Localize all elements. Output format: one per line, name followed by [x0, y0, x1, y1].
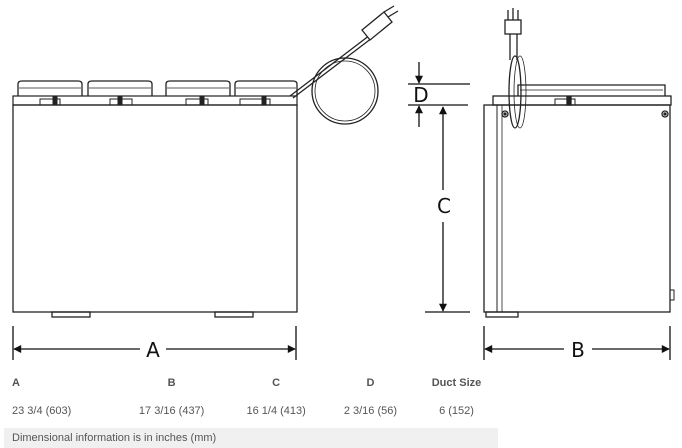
latches — [39, 96, 271, 106]
dimension-c-label: C — [437, 194, 451, 218]
footnote: Dimensional information is in inches (mm… — [4, 428, 498, 448]
header-d: D — [366, 377, 375, 389]
duct-collar-2 — [87, 80, 153, 96]
foot-left — [51, 311, 91, 318]
duct-collar-1 — [17, 80, 83, 96]
dimension-d-label: D — [413, 83, 428, 107]
foot-right — [214, 311, 254, 318]
value-c: 16 1/4 (413) — [246, 405, 306, 417]
header-a: A — [12, 377, 20, 389]
dimension-b — [483, 326, 671, 360]
duct-collar-4 — [234, 80, 298, 96]
header-duct-size: Duct Size — [431, 377, 482, 389]
dimension-a-label: A — [146, 338, 160, 362]
value-b: 17 3/16 (437) — [138, 405, 205, 417]
side-power-cord — [504, 8, 527, 129]
value-duct-size: 6 (152) — [439, 405, 474, 417]
side-top-rim — [492, 95, 672, 106]
dimension-a — [12, 326, 297, 360]
unit-body — [12, 104, 298, 313]
header-b: B — [167, 377, 176, 389]
power-cord — [289, 5, 399, 125]
table-header-row: A B C D Duct Size — [4, 370, 498, 396]
dimension-b-label: B — [571, 338, 585, 362]
duct-collar-3 — [165, 80, 231, 96]
value-a: 23 3/4 (603) — [12, 405, 72, 417]
front-view — [12, 5, 399, 318]
dimension-drawing: A D C — [12, 5, 675, 362]
side-view — [483, 8, 675, 318]
header-c: C — [272, 377, 281, 389]
table-row: 23 3/4 (603) 17 3/16 (437) 16 1/4 (413) … — [4, 396, 498, 426]
side-body — [483, 104, 671, 313]
value-d: 2 3/16 (56) — [343, 405, 398, 417]
side-collar — [517, 84, 666, 96]
dimension-c-d — [408, 62, 470, 313]
dimension-table: A B C D Duct Size 23 3/4 (603) 17 3/16 (… — [4, 370, 498, 426]
